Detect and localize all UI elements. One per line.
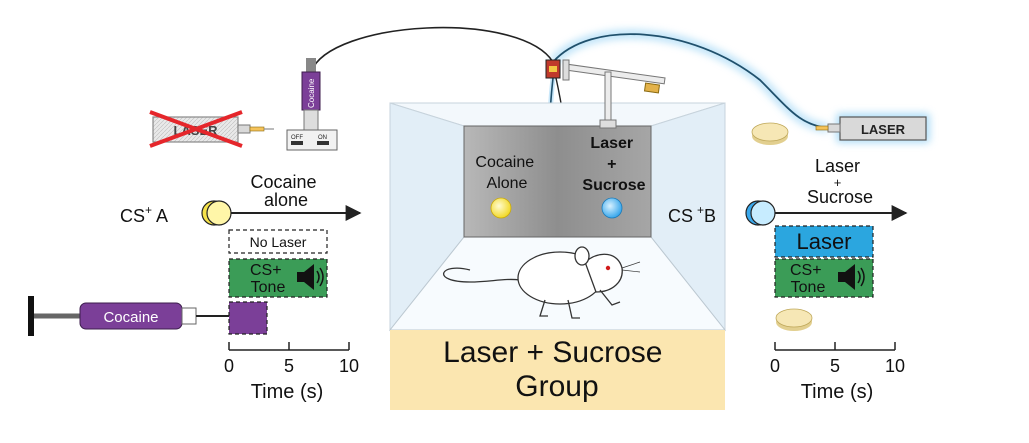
- cs-tone-right-line2: Tone: [791, 279, 826, 296]
- no-laser-label: No Laser: [250, 234, 307, 250]
- syringe-pump-label: Cocaine: [307, 78, 316, 108]
- crossed-out-laser: LASER: [149, 110, 274, 148]
- cs-tone-left-line1: CS+: [250, 262, 282, 279]
- left-time-axis: [228, 342, 350, 351]
- group-banner: [390, 330, 725, 410]
- cs-a-suffix: A: [152, 206, 168, 226]
- left-axis-tick-0: 0: [224, 356, 234, 376]
- group-label: Laser + Sucrose Group: [443, 336, 671, 403]
- right-axis-tick-5: 5: [830, 356, 840, 376]
- cocaine-delivery-box: [228, 301, 268, 335]
- cs-tone-right-line1: CS+: [790, 262, 822, 279]
- cs-tone-label-left: CS+ Tone: [250, 262, 286, 296]
- cs-tone-box-right: [774, 258, 874, 298]
- laser-sucrose-label-line2: +: [834, 175, 842, 190]
- right-cue-label-line3: Sucrose: [582, 177, 645, 194]
- chamber-back-wall: [463, 125, 652, 238]
- cs-a-superscript: +: [145, 203, 152, 217]
- left-cue-label: Cocaine Alone: [475, 154, 538, 192]
- speaker-icon-right: [838, 264, 865, 290]
- right-axis-label: Time (s): [801, 381, 874, 403]
- blue-cue-icon: [745, 200, 776, 226]
- left-axis-tick-5: 5: [284, 356, 294, 376]
- cocaine-alone-label-line2: alone: [264, 190, 308, 210]
- cs-b-superscript: +: [697, 203, 704, 217]
- left-axis-label: Time (s): [251, 381, 324, 403]
- yellow-cue-light: [490, 197, 512, 219]
- cs-b-label: CS +B: [668, 203, 716, 226]
- right-cue-label: Laser + Sucrose: [582, 135, 645, 194]
- infusion-line: [310, 26, 554, 73]
- right-axis-tick-10: 10: [885, 356, 905, 376]
- active-laser-label: LASER: [861, 122, 906, 137]
- cs-a-label: CS+ A: [120, 203, 168, 226]
- cs-tone-left-line2: Tone: [251, 279, 286, 296]
- speaker-icon: [297, 264, 324, 290]
- rat-illustration: [443, 246, 641, 319]
- laser-on-label: Laser: [796, 229, 851, 254]
- left-cue-label-line2: Alone: [487, 175, 528, 192]
- laser-sucrose-label-line3: Sucrose: [807, 187, 873, 207]
- laser-sucrose-label-line1: Laser: [815, 156, 860, 176]
- left-axis-tick-10: 10: [339, 356, 359, 376]
- group-label-line2: Group: [515, 370, 598, 403]
- fiber-optic-cable-glow: [549, 29, 829, 133]
- left-cue-label-line1: Cocaine: [475, 154, 534, 171]
- syringe-pump: Cocaine OFF ON: [286, 58, 338, 151]
- cocaine-syringe-label: Cocaine: [103, 309, 158, 326]
- active-laser: LASER: [815, 113, 930, 143]
- laser-on-box: [774, 225, 874, 258]
- laser-sucrose-label: Laser + Sucrose: [807, 156, 873, 207]
- right-time-axis: [774, 342, 896, 351]
- right-cue-label-line2: +: [607, 156, 616, 173]
- sucrose-pellet-bottom: [775, 308, 813, 331]
- cs-a-main: CS: [120, 206, 145, 226]
- cs-b-main: CS: [668, 206, 693, 226]
- sucrose-pellet-top: [751, 122, 789, 145]
- cs-b-suffix: B: [704, 206, 716, 226]
- right-axis-tick-0: 0: [770, 356, 780, 376]
- cs-tone-label-right: CS+ Tone: [790, 262, 826, 296]
- blue-cue-light: [601, 197, 623, 219]
- yellow-cue-icon: [201, 200, 232, 226]
- switch-off-label: OFF: [291, 135, 303, 141]
- cocaine-alone-label: Cocaine alone: [250, 172, 321, 210]
- no-laser-box: [228, 229, 328, 254]
- cocaine-syringe: [28, 296, 229, 336]
- switch-on-label: ON: [318, 135, 327, 141]
- cocaine-alone-label-line1: Cocaine: [250, 172, 316, 192]
- right-cue-label-line1: Laser: [590, 135, 633, 152]
- tether-swivel-arm: [545, 59, 666, 129]
- group-label-line1: Laser + Sucrose: [443, 336, 662, 369]
